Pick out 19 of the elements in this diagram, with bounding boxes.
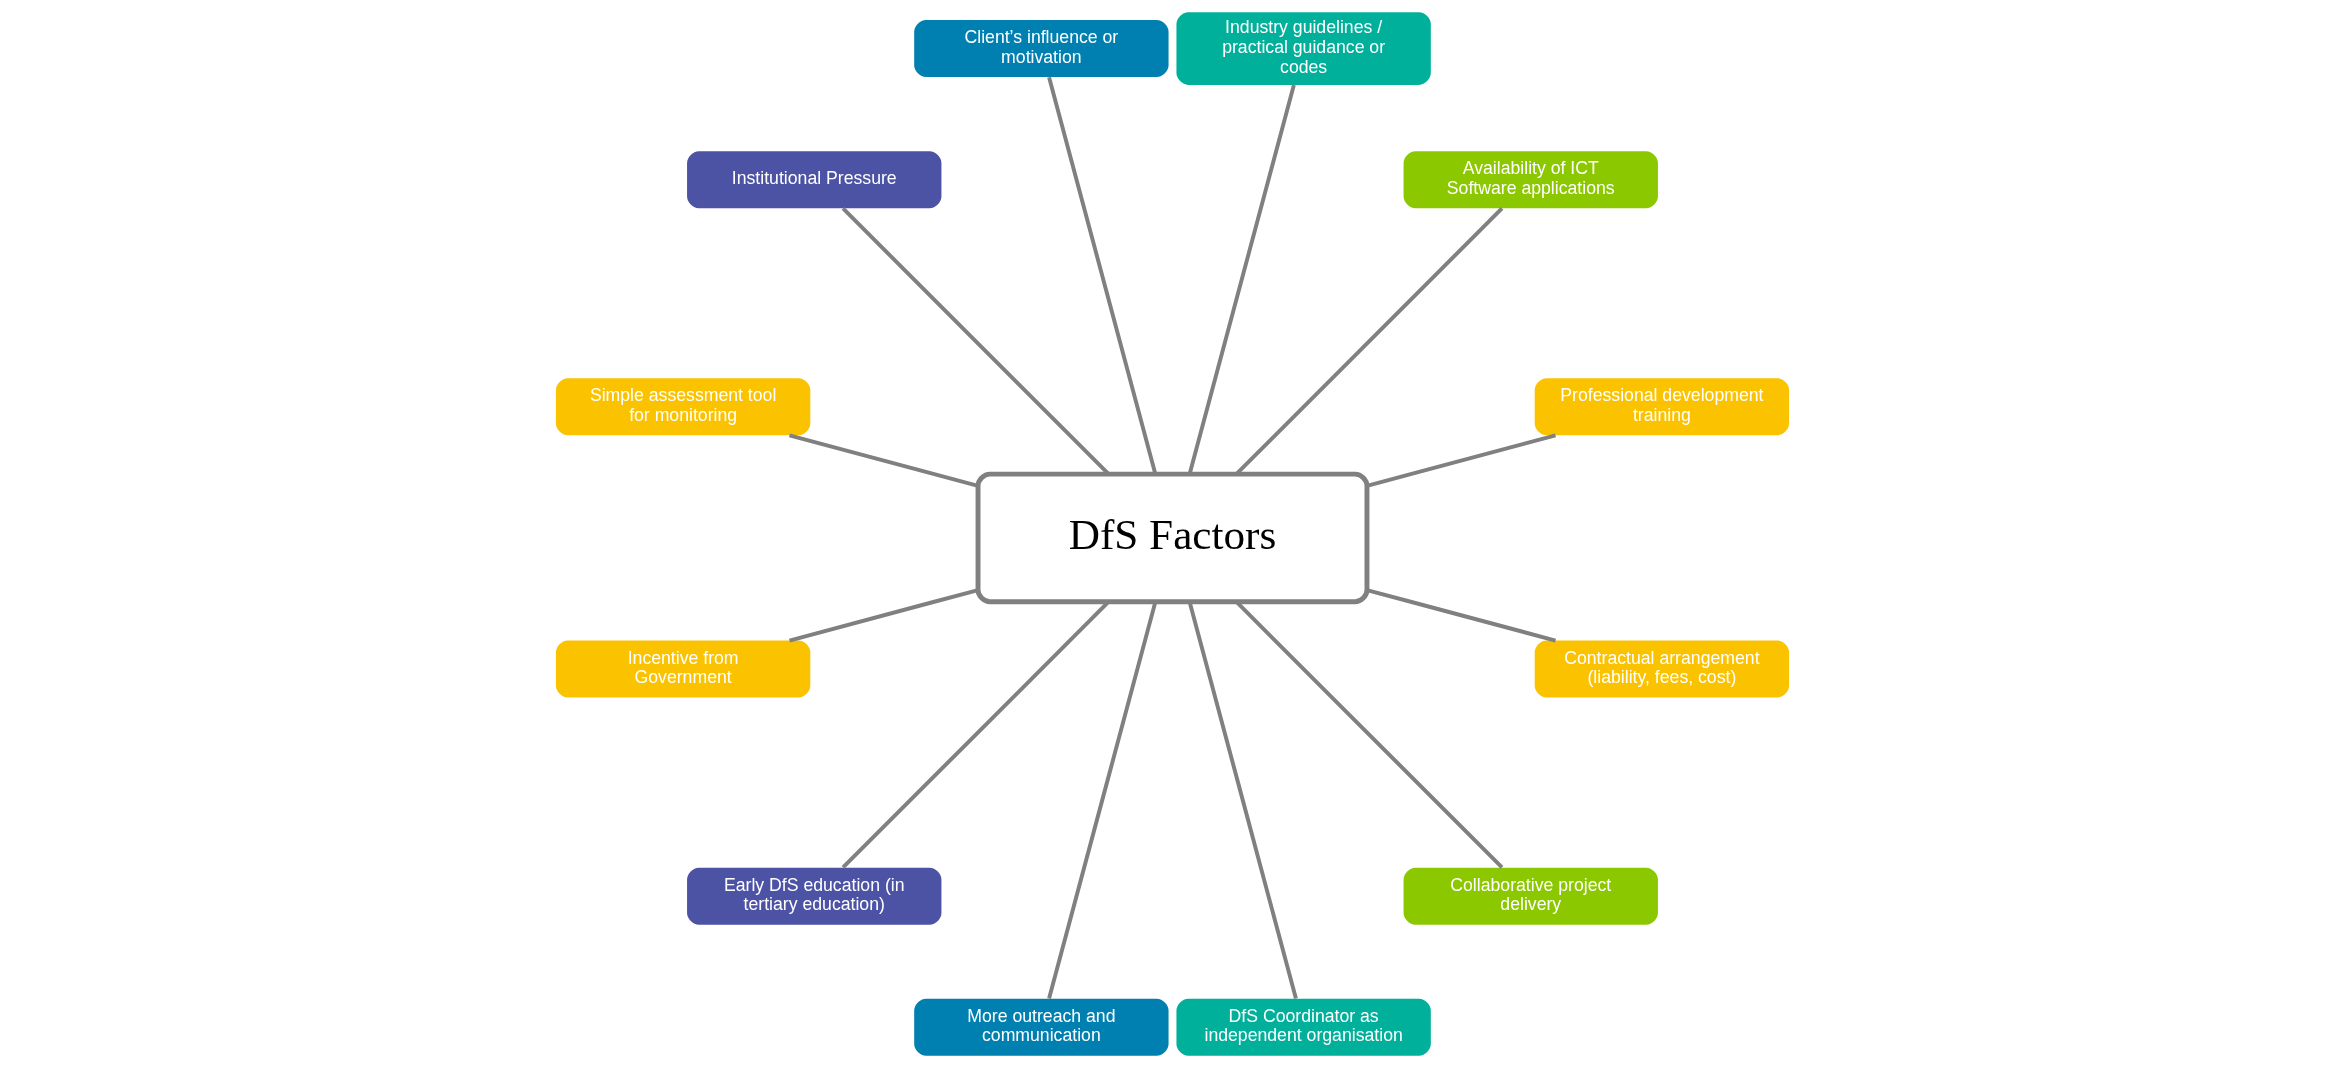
node-box: Professional development training xyxy=(1534,378,1789,436)
node-box: Simple assessment tool for monitoring xyxy=(555,378,810,436)
node-box: Collaborative project delivery xyxy=(1403,867,1658,925)
connector xyxy=(788,433,979,488)
node-box: Availability of ICT Software applications xyxy=(1403,151,1658,209)
node-box: Contractual arrangement (liability, fees, cost) xyxy=(1534,640,1789,698)
node-box: DfS Coordinator as independent organisation xyxy=(1175,998,1431,1056)
node-box: More outreach and communication xyxy=(913,998,1169,1056)
node-box: Early DfS education (in tertiary education) xyxy=(686,867,941,925)
node-box: Industry guidelines / practical guidance or codes xyxy=(1175,12,1431,85)
connector xyxy=(1187,84,1296,475)
connector xyxy=(1046,601,1157,1000)
connector xyxy=(788,588,979,643)
node-box: DfS Factors xyxy=(975,471,1369,605)
node-box: Incentive from Government xyxy=(555,640,810,698)
node-box: Client’s influence or motivation xyxy=(913,20,1169,78)
connector xyxy=(1046,76,1157,475)
node-box: Institutional Pressure xyxy=(686,151,941,209)
connector xyxy=(1187,601,1298,1000)
